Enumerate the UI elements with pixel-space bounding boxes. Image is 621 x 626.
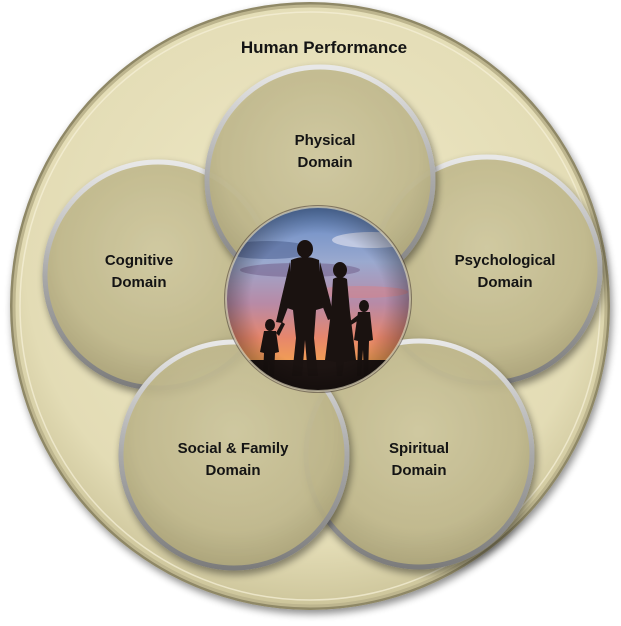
diagram-title: Human Performance	[240, 38, 408, 57]
label-psychological-domain: Psychological Domain	[455, 250, 556, 294]
label-social-family-domain: Social & Family Domain	[178, 438, 289, 482]
label-line: Cognitive	[104, 252, 174, 269]
label-line: Domain	[477, 274, 533, 291]
family-silhouette-image	[224, 205, 412, 393]
label-line: Spiritual	[388, 440, 450, 457]
label-line: Physical	[294, 132, 356, 149]
label-line: Social & Family	[177, 440, 289, 457]
label-line: Domain	[205, 462, 261, 479]
domain-circle-social	[118, 339, 350, 571]
label-spiritual-domain: Spiritual Domain	[389, 438, 449, 482]
label-physical-domain: Physical Domain	[295, 130, 356, 174]
label-line: Domain	[297, 154, 353, 171]
label-line: Psychological	[454, 252, 556, 269]
label-cognitive-domain: Cognitive Domain	[105, 250, 173, 294]
label-line: Domain	[391, 462, 447, 479]
label-line: Domain	[111, 274, 167, 291]
